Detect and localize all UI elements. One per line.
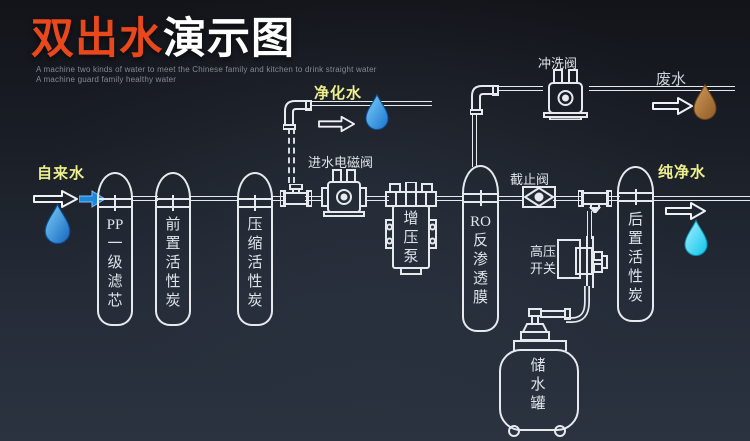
storage-tank-label: 储水罐 bbox=[530, 358, 546, 412]
title-accent-text: 双出水 bbox=[31, 15, 163, 63]
tank-foot bbox=[554, 425, 566, 437]
flow-arrow-icon bbox=[665, 202, 706, 220]
pipe bbox=[189, 196, 239, 201]
tee-fitting-icon bbox=[280, 184, 312, 207]
pipe-waste-out bbox=[589, 86, 735, 91]
pipe bbox=[367, 196, 389, 201]
pipe-curve-to-tank bbox=[566, 286, 590, 323]
post-carbon-cartridge: 后置活性炭 bbox=[617, 166, 654, 322]
filter-dome bbox=[462, 165, 499, 193]
pipe bbox=[498, 196, 524, 201]
elbow-fitting-icon bbox=[470, 85, 499, 115]
purified-water-drop-icon bbox=[365, 93, 389, 130]
flow-arrow-icon bbox=[318, 115, 355, 133]
inlet-solenoid-valve-label: 进水电磁阀 bbox=[308, 155, 374, 170]
pre-carbon-label: 前置活性炭 bbox=[165, 217, 181, 309]
flow-arrow-icon bbox=[652, 97, 693, 115]
tank-collar bbox=[513, 340, 567, 351]
filter-collar bbox=[617, 192, 654, 202]
title-rest-text: 演示图 bbox=[163, 15, 295, 63]
pre-carbon-cartridge: 前置活性炭 bbox=[155, 172, 191, 326]
pipe-ro-riser bbox=[472, 113, 477, 167]
waste-water-label: 废水 bbox=[656, 72, 687, 88]
compressed-carbon-label: 压缩活性炭 bbox=[247, 217, 263, 309]
booster-pump-icon bbox=[385, 182, 437, 275]
pure-water-label: 纯净水 bbox=[658, 165, 707, 181]
filter-collar bbox=[462, 193, 499, 203]
booster-pump-label: 增压泵 bbox=[403, 211, 419, 265]
stop-valve-label: 截止阀 bbox=[510, 172, 550, 187]
subtitle-line-2: A machine guard family healthy water bbox=[36, 75, 177, 84]
pipe bbox=[131, 196, 158, 201]
flush-valve-icon bbox=[543, 69, 588, 120]
pipe-dashed-riser bbox=[288, 128, 295, 183]
tap-water-label: 自来水 bbox=[37, 166, 86, 182]
inlet-solenoid-valve-icon bbox=[321, 169, 367, 217]
pipe bbox=[271, 196, 283, 201]
tap-water-drop-icon bbox=[44, 203, 71, 245]
page-title: 双出水演示图 bbox=[31, 4, 295, 66]
pipe bbox=[305, 196, 323, 201]
pure-water-drop-icon bbox=[684, 219, 708, 256]
high-pressure-switch-label: 高压开关 bbox=[529, 244, 556, 276]
post-carbon-label: 后置活性炭 bbox=[627, 212, 643, 304]
filter-body: 前置活性炭 bbox=[155, 208, 191, 326]
compressed-carbon-cartridge: 压缩活性炭 bbox=[237, 172, 273, 326]
pipe-pure-water-out bbox=[652, 196, 750, 201]
flush-valve-label: 冲洗阀 bbox=[538, 56, 578, 71]
stop-valve-icon bbox=[522, 186, 556, 208]
pipe bbox=[609, 196, 620, 201]
filter-collar bbox=[97, 198, 133, 208]
filter-collar bbox=[155, 198, 191, 208]
storage-tank-body bbox=[499, 349, 579, 431]
filter-collar bbox=[237, 198, 273, 208]
filter-body: 后置活性炭 bbox=[617, 202, 654, 322]
filter-body: 压缩活性炭 bbox=[237, 208, 273, 326]
subtitle: A machine two kinds of water to meet the… bbox=[36, 65, 377, 85]
elbow-fitting-icon bbox=[283, 100, 312, 130]
tank-foot bbox=[508, 425, 520, 437]
flow-arrow-icon bbox=[33, 190, 78, 208]
pipe-waste bbox=[498, 86, 543, 91]
pipe bbox=[553, 196, 581, 201]
waste-water-drop-icon bbox=[693, 83, 717, 120]
subtitle-line-1: A machine two kinds of water to meet the… bbox=[36, 65, 377, 74]
pipe bbox=[436, 196, 464, 201]
purified-water-label: 净化水 bbox=[314, 86, 363, 102]
tee-fitting-icon bbox=[578, 190, 612, 213]
pipe-switch-riser bbox=[587, 211, 592, 239]
high-pressure-switch-icon bbox=[557, 236, 608, 288]
